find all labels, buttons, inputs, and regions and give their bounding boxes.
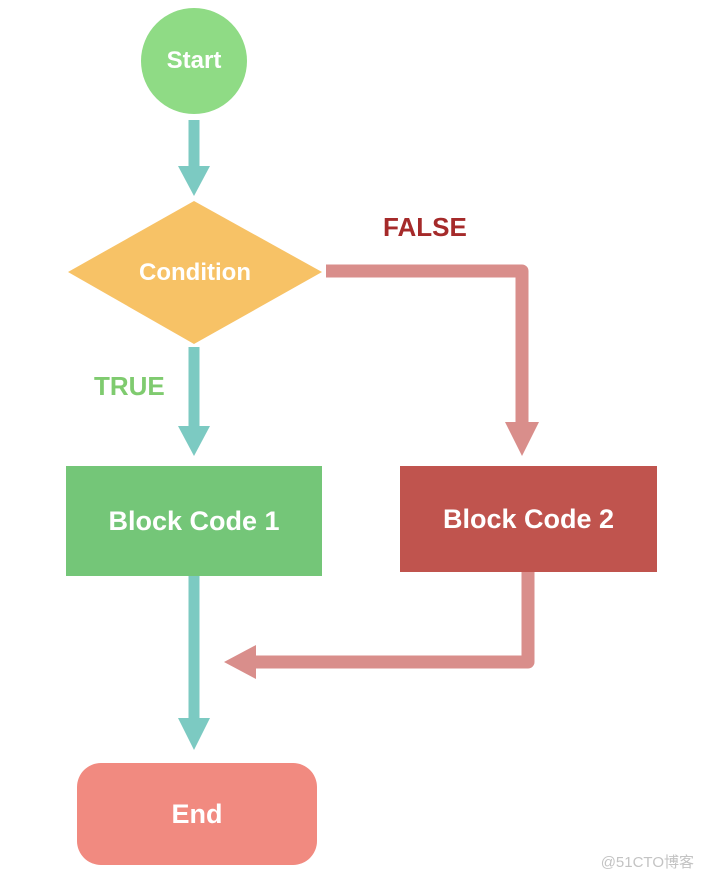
arrow-condition-to-block2	[326, 264, 539, 456]
block1-node-shape	[66, 466, 322, 576]
start-node-shape	[141, 8, 247, 114]
block2-node-shape	[400, 466, 657, 572]
arrow-condition-to-block1	[178, 347, 210, 456]
watermark-text: @51CTO博客	[600, 854, 694, 871]
arrow-start-to-condition	[178, 120, 210, 196]
arrow-block1-to-end	[178, 576, 210, 750]
arrow-block2-to-join	[224, 572, 535, 679]
condition-node-shape	[68, 201, 322, 344]
end-node-shape	[77, 763, 317, 865]
